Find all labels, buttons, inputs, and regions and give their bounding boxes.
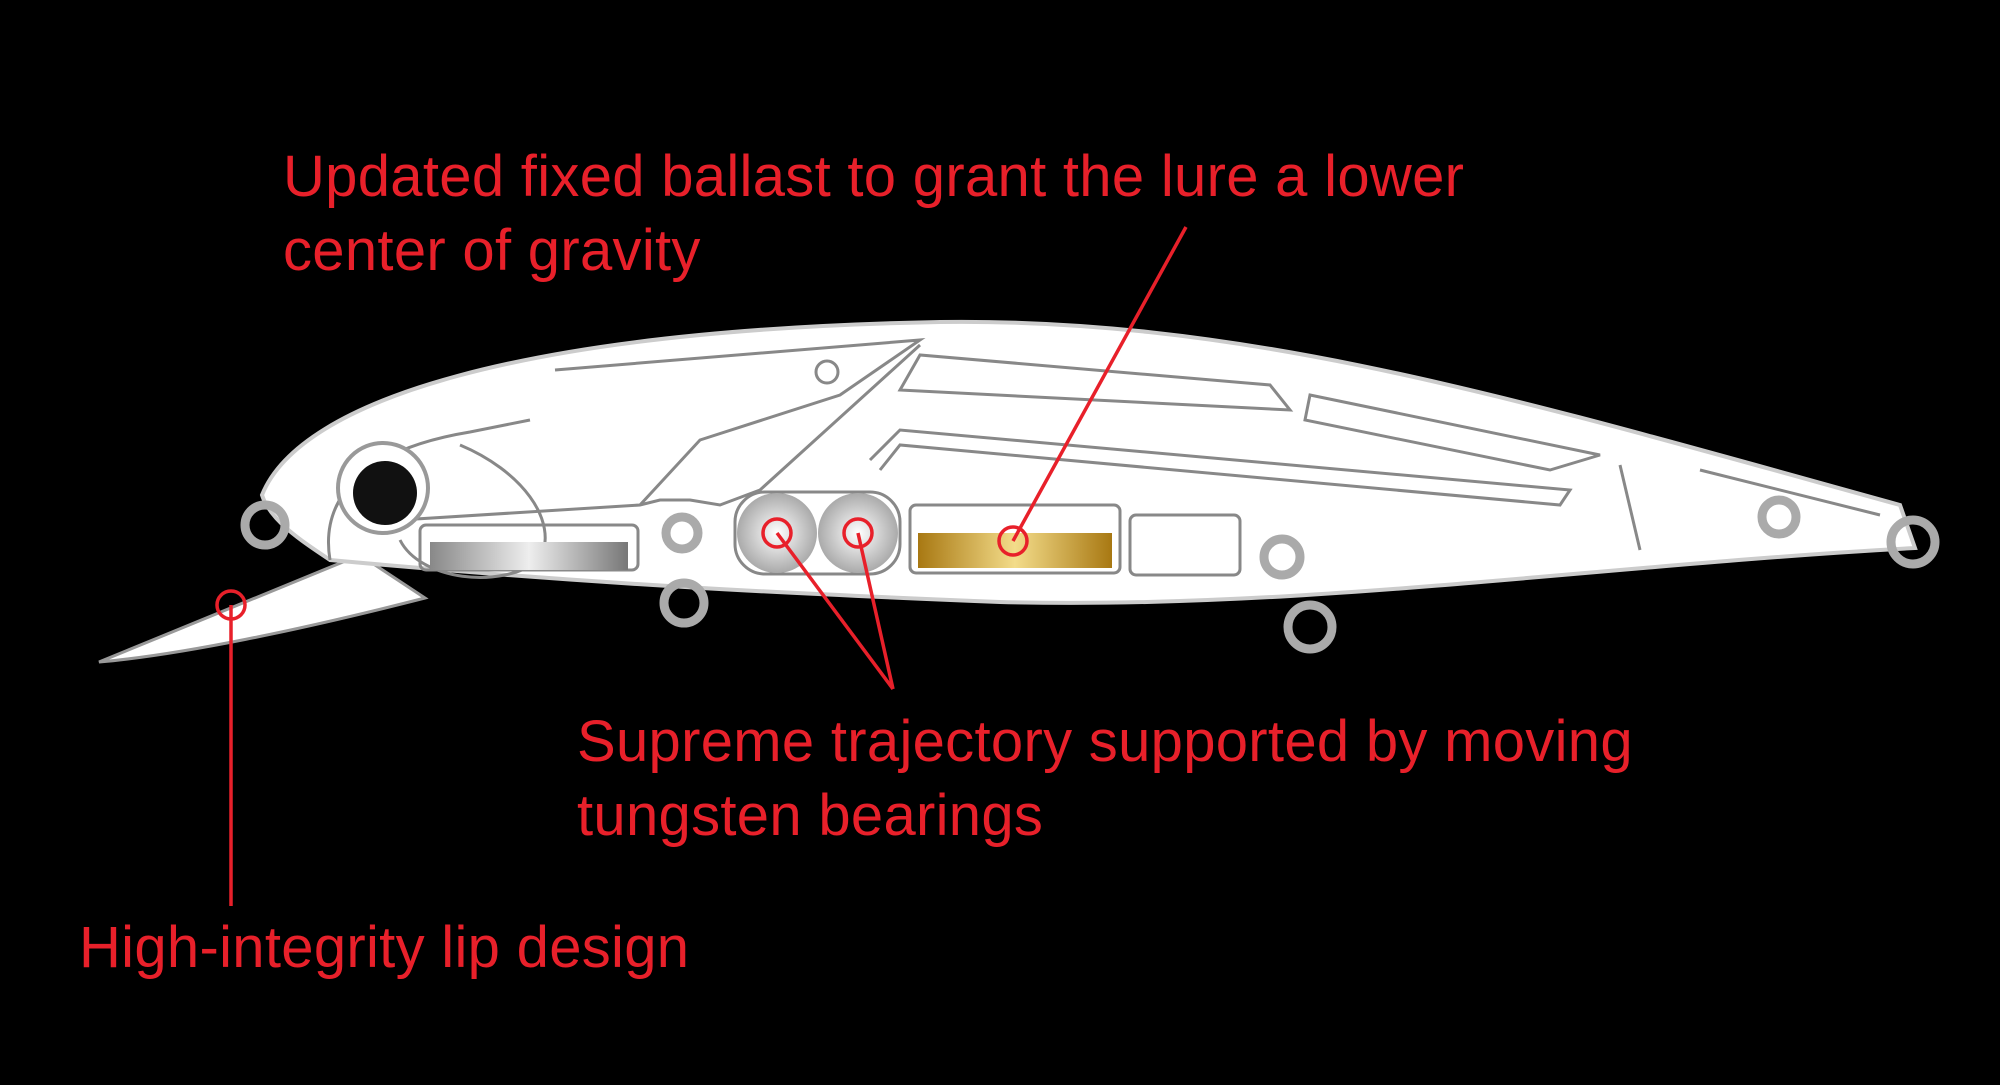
- bearings-callout-line1: Supreme trajectory supported by moving: [577, 709, 1633, 774]
- bearings-callout: Supreme trajectory supported by moving t…: [577, 705, 1633, 853]
- body-hole: [814, 359, 840, 385]
- lip-callout: High-integrity lip design: [79, 911, 689, 985]
- eye: [353, 461, 417, 525]
- split-rings: [240, 495, 1940, 654]
- ballast-callout-line2: center of gravity: [283, 218, 701, 283]
- lure-body: [259, 319, 1918, 605]
- ballast-callout-line1: Updated fixed ballast to grant the lure …: [283, 144, 1465, 209]
- callout-lines: [215, 226, 1188, 906]
- lure-lip: [98, 553, 429, 664]
- lip-callout-line1: High-integrity lip design: [79, 915, 690, 980]
- ballast-callout: Updated fixed ballast to grant the lure …: [283, 140, 1464, 288]
- bearings-callout-line2: tungsten bearings: [577, 783, 1044, 848]
- silver-weight: [430, 542, 628, 570]
